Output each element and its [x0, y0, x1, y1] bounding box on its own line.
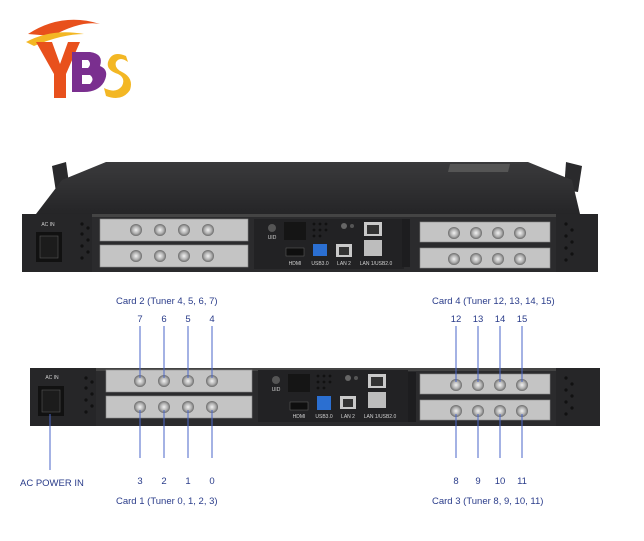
tuner-number: 12 — [450, 314, 462, 325]
tuner-number: 4 — [209, 314, 215, 325]
card3-caption: Card 3 (Tuner 8, 9, 10, 11) — [432, 496, 544, 507]
tuner-number: 0 — [209, 476, 215, 487]
tuner-number: 5 — [185, 314, 191, 325]
tuner-number: 2 — [161, 476, 167, 487]
tbs-logo — [26, 19, 131, 98]
bottom-ac-in-label: AC IN — [45, 375, 59, 381]
bottom-lan2-label: LAN 2 — [341, 414, 355, 420]
ac-power-caption: AC POWER IN — [20, 478, 84, 489]
tuner-number: 3 — [137, 476, 143, 487]
card2-caption: Card 2 (Tuner 4, 5, 6, 7) — [116, 296, 218, 307]
bottom-lan1-label: LAN 1/USB2.0 — [363, 414, 397, 420]
card4-caption: Card 4 (Tuner 12, 13, 14, 15) — [432, 296, 555, 307]
card1-caption: Card 1 (Tuner 0, 1, 2, 3) — [116, 496, 218, 507]
tuner-number: 6 — [161, 314, 167, 325]
leader-lines — [49, 326, 523, 470]
top-ac-in-label: AC IN — [41, 222, 55, 228]
bottom-uid-label: UID — [271, 387, 281, 393]
bottom-hdmi-label: HDMI — [292, 414, 306, 420]
tuner-number: 9 — [475, 476, 481, 487]
bottom-usb3-label: USB3.0 — [315, 414, 333, 420]
top-usb3-label: USB3.0 — [311, 261, 329, 267]
tuner-number: 1 — [185, 476, 191, 487]
tuner-number: 8 — [453, 476, 459, 487]
tuner-number: 15 — [516, 314, 528, 325]
tuner-number: 7 — [137, 314, 143, 325]
tuner-number: 14 — [494, 314, 506, 325]
top-lan1-label: LAN 1/USB2.0 — [359, 261, 393, 267]
top-device — [22, 162, 598, 272]
top-hdmi-label: HDMI — [288, 261, 302, 267]
tuner-number: 10 — [494, 476, 506, 487]
top-lan2-label: LAN 2 — [337, 261, 351, 267]
tuner-number: 11 — [517, 476, 527, 487]
tuner-number: 13 — [472, 314, 484, 325]
bottom-device — [30, 368, 600, 426]
top-uid-label: UID — [267, 235, 277, 241]
